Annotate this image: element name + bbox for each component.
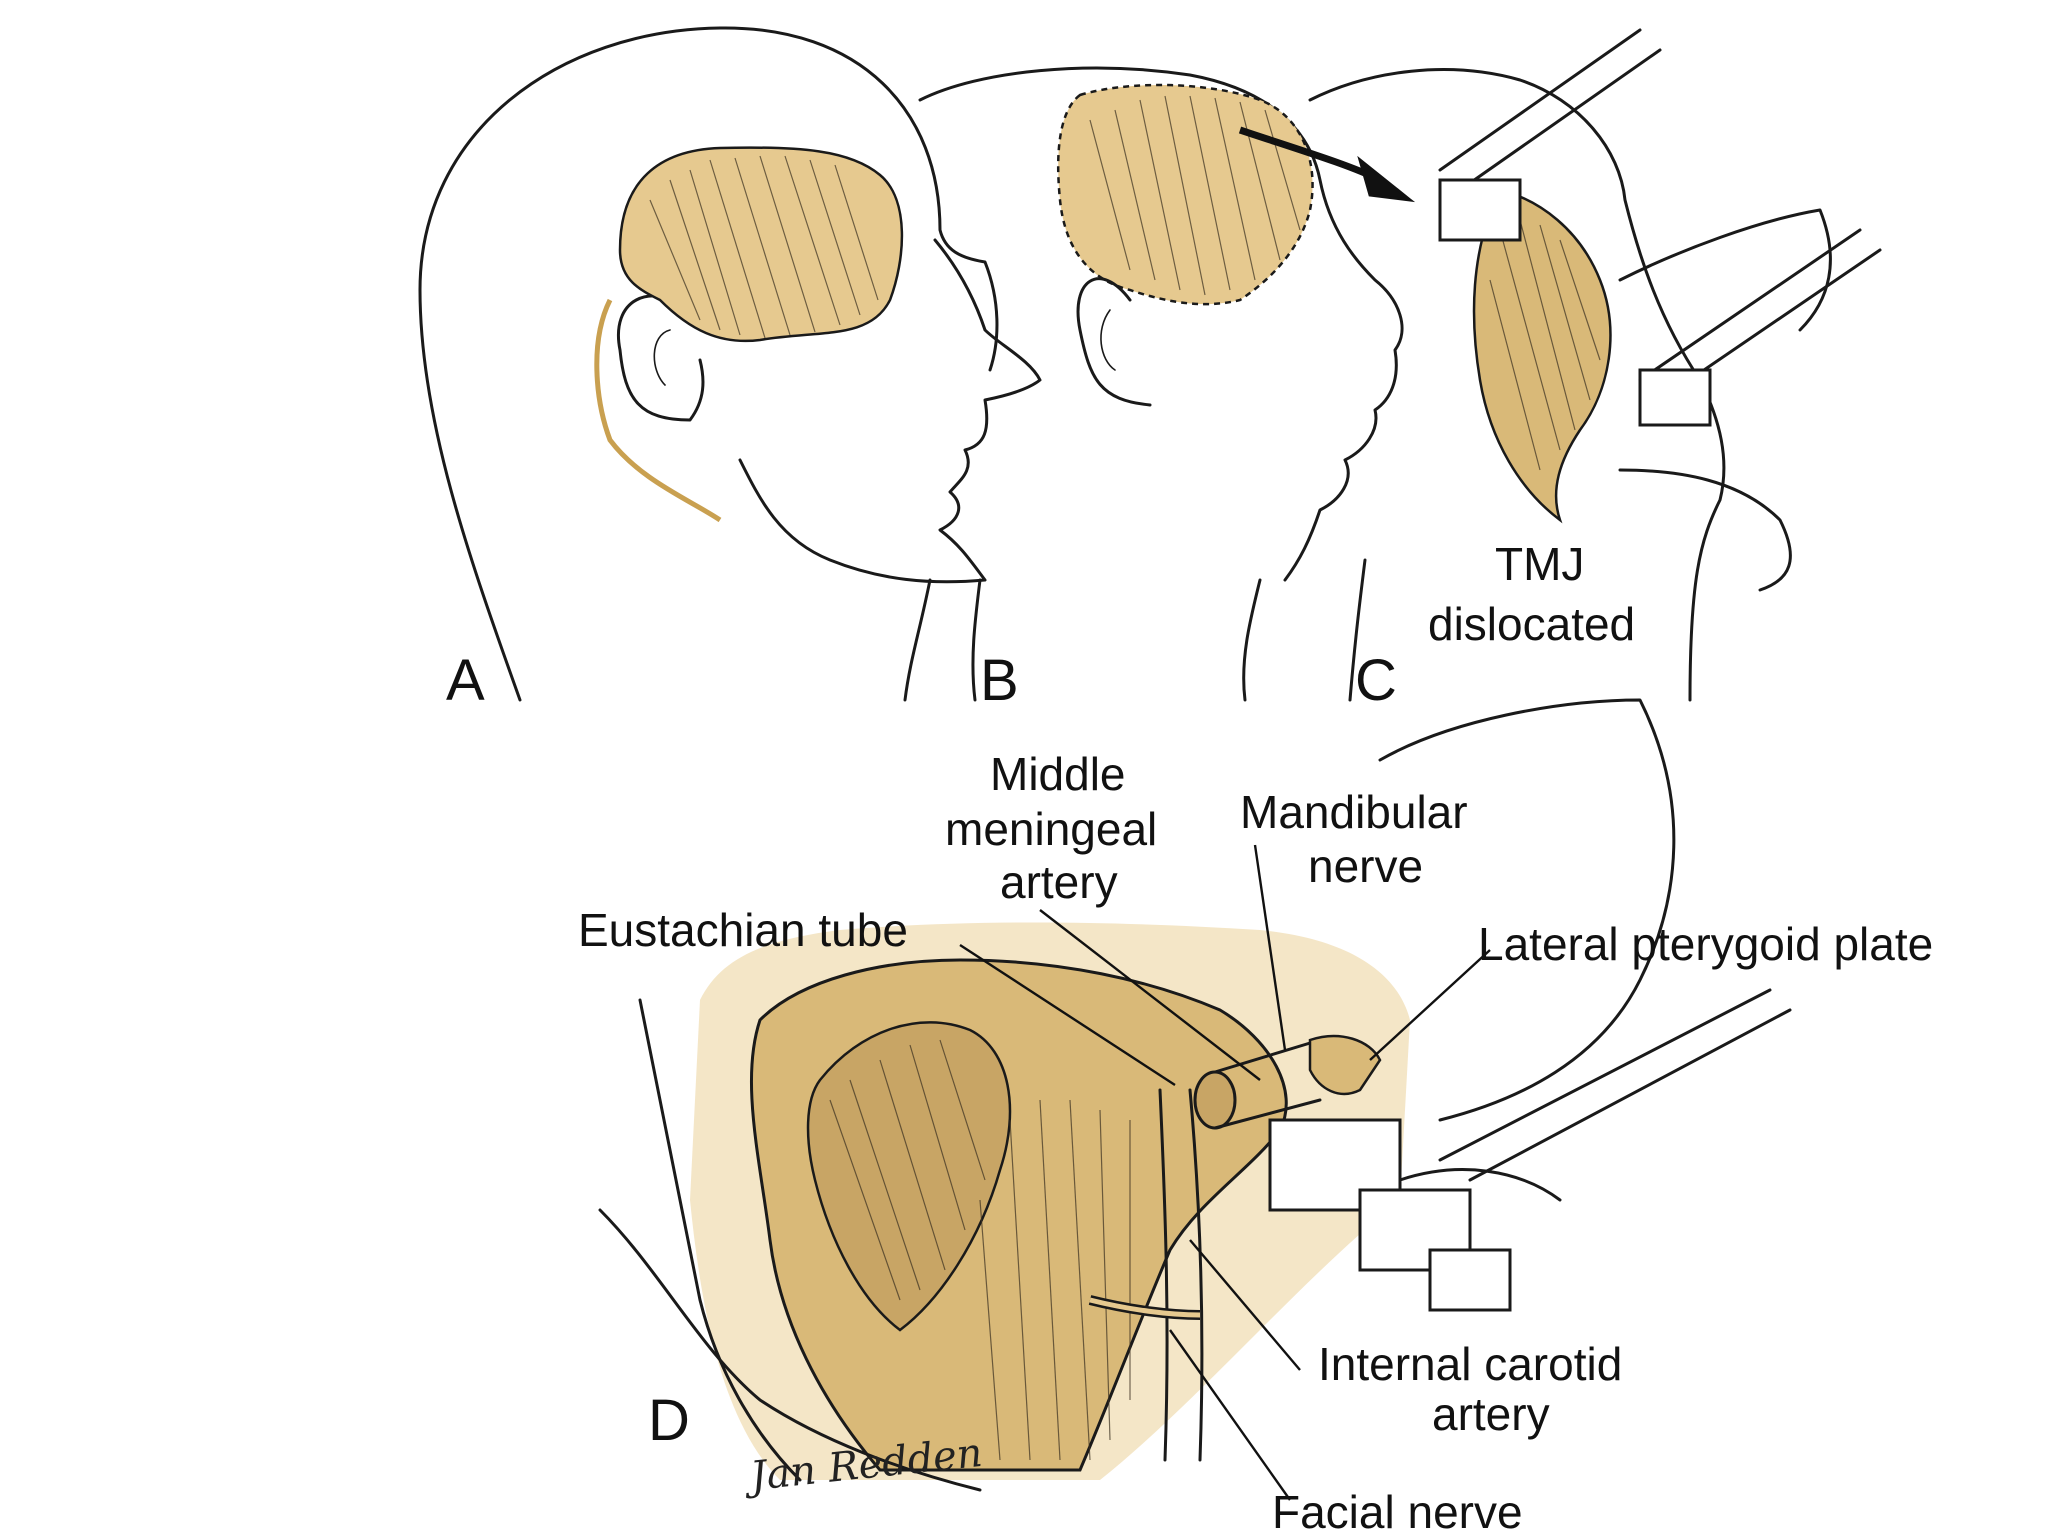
panel-d-leaders bbox=[959, 844, 1491, 1501]
label-tmj-line2: dislocated bbox=[1428, 598, 1635, 650]
label-internal-carotid-1: Internal carotid bbox=[1318, 1338, 1622, 1390]
label-middle-meningeal-1: Middle bbox=[990, 748, 1126, 800]
panel-a-ear bbox=[617, 294, 705, 422]
panel-a-scalp-flap bbox=[618, 146, 904, 343]
panel-c-retractor-upper-block bbox=[1438, 178, 1522, 242]
panel-d-retractor bbox=[1438, 988, 1792, 1182]
label-facial-nerve: Facial nerve bbox=[1272, 1486, 1523, 1536]
panel-c-retractor-lower-block bbox=[1638, 368, 1712, 427]
panel-d-eustachian-tube bbox=[1193, 1070, 1237, 1130]
label-eustachian-tube: Eustachian tube bbox=[578, 904, 908, 956]
label-mandibular-2: nerve bbox=[1308, 840, 1423, 892]
panel-a-letter: A bbox=[446, 648, 485, 713]
panel-b-head bbox=[903, 66, 1404, 702]
label-middle-meningeal-2: meningeal bbox=[945, 803, 1157, 855]
label-lateral-pterygoid-plate: Lateral pterygoid plate bbox=[1478, 918, 1933, 970]
panel-c-retractor-upper bbox=[1438, 28, 1662, 192]
panel-d-retractor-block-2 bbox=[1358, 1188, 1472, 1272]
panel-d-letter: D bbox=[648, 1388, 690, 1453]
label-mandibular-1: Mandibular bbox=[1240, 786, 1468, 838]
panel-d-dissection bbox=[598, 698, 1792, 1492]
panel-a-incision bbox=[594, 298, 722, 523]
label-internal-carotid-2: artery bbox=[1432, 1388, 1550, 1440]
panel-d-retractor-block-3 bbox=[1428, 1248, 1512, 1312]
panel-c-head bbox=[1308, 28, 1882, 702]
panel-b-ear bbox=[1076, 277, 1152, 407]
panel-b-letter: B bbox=[980, 648, 1019, 713]
panel-c-letter: C bbox=[1355, 648, 1397, 713]
label-middle-meningeal-3: artery bbox=[1000, 856, 1118, 908]
panel-a-head bbox=[418, 26, 1042, 702]
panel-c-exposure bbox=[1472, 188, 1612, 524]
label-tmj-line1: TMJ bbox=[1495, 538, 1584, 590]
arrow-b-to-c bbox=[1238, 126, 1416, 203]
